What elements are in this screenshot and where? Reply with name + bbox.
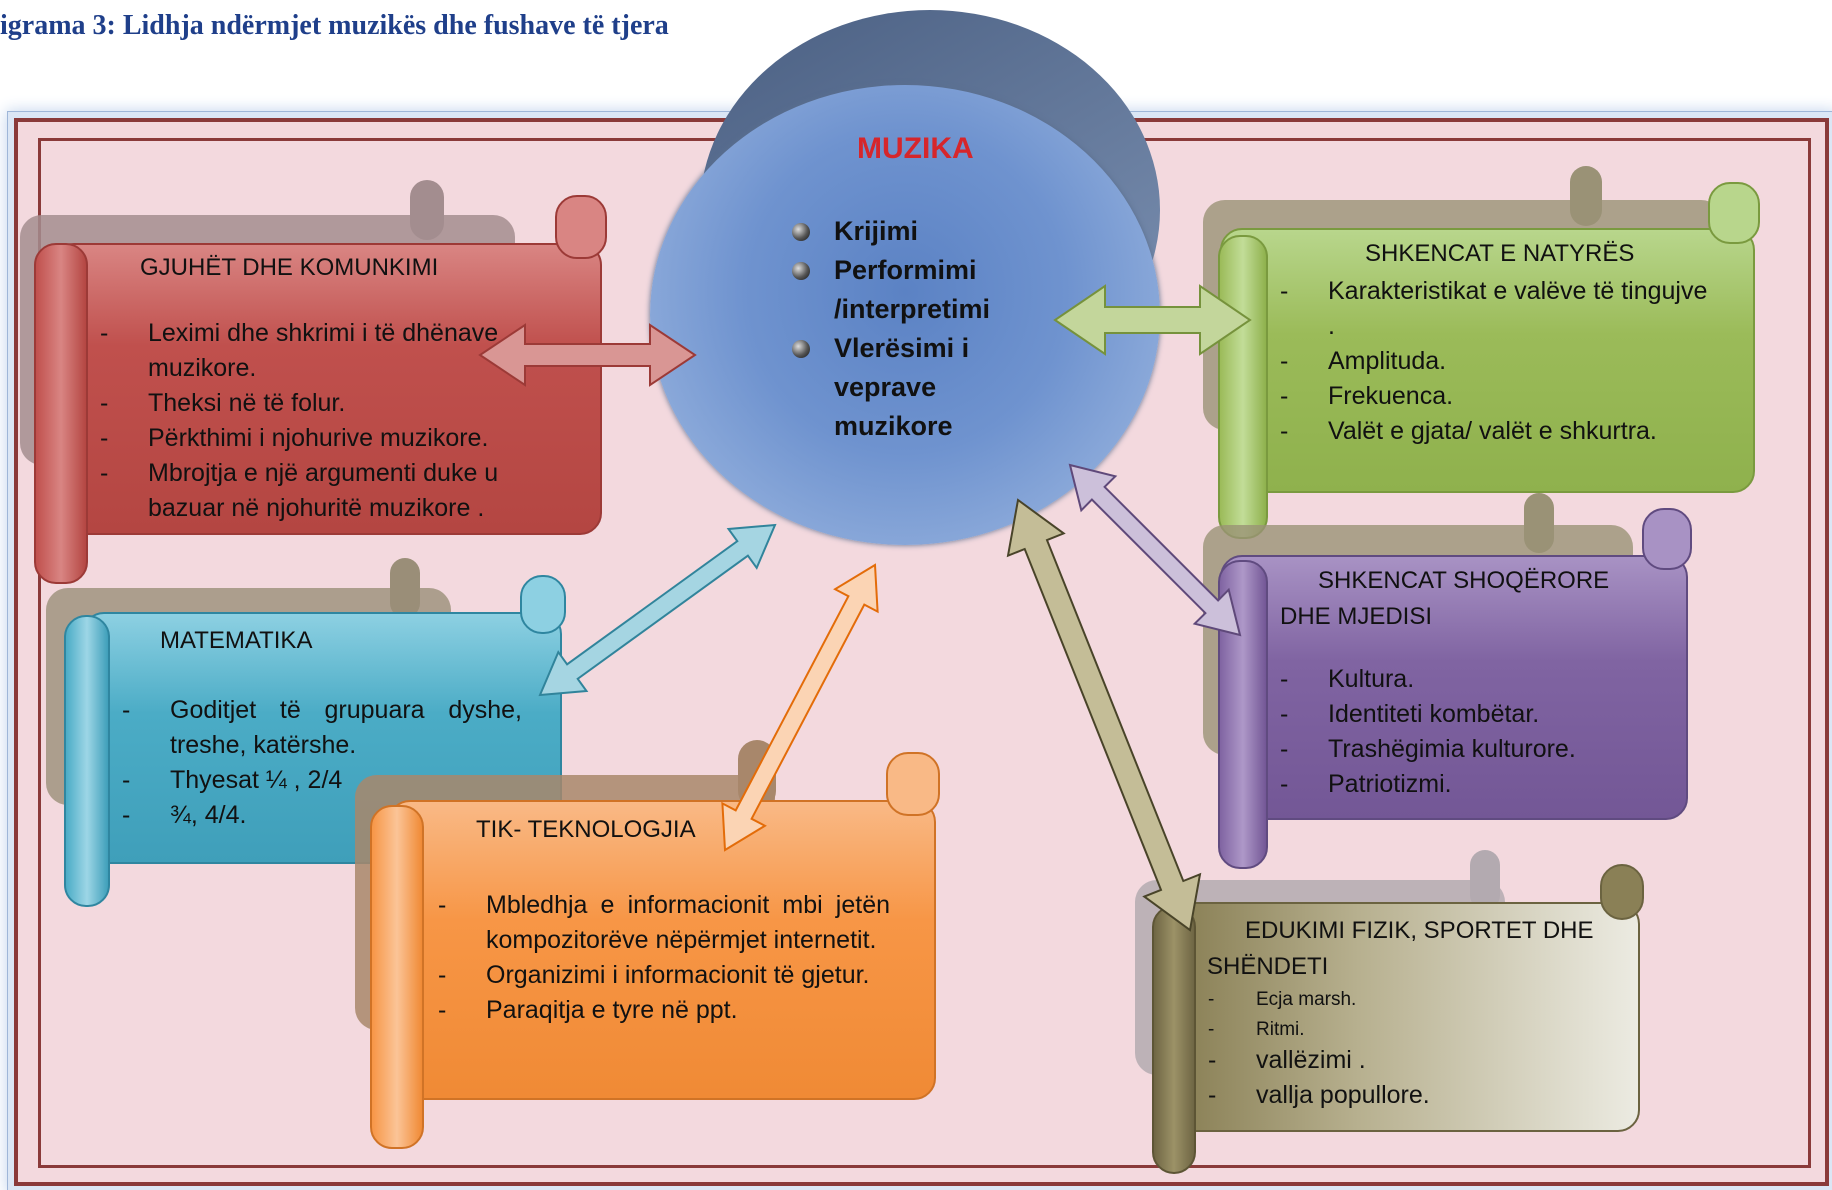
list-item: Frekuenca.	[1280, 379, 1720, 414]
list-item: Karakteristikat e valëve të tingujve .	[1280, 274, 1720, 344]
list-item: Thyesat ¼ , 2/4	[122, 763, 522, 798]
list-item: Valët e gjata/ valët e shkurtra.	[1280, 414, 1720, 449]
center-list-item: Performimi /interpretimi	[792, 251, 1022, 329]
edukimi-title-line1: EDUKIMI FIZIK, SPORTET DHE	[1245, 917, 1594, 944]
center-list-item: Krijimi	[792, 212, 1022, 251]
matematika-title: MATEMATIKA	[160, 627, 313, 654]
shoqerore-list: Kultura. Identiteti kombëtar. Trashëgimi…	[1280, 662, 1660, 802]
edukimi-list: vallëzimi . vallja popullore.	[1208, 1043, 1588, 1113]
list-item: Goditjet të grupuara dyshe, treshe, katë…	[122, 693, 522, 763]
list-item: Theksi në të folur.	[100, 386, 540, 421]
arrow-gjuhet	[478, 323, 697, 387]
list-item: Ecja marsh.	[1208, 985, 1588, 1015]
list-item: Patriotizmi.	[1280, 767, 1660, 802]
tik-list: Mbledhja e informacionit mbi jetën kompo…	[438, 888, 890, 1028]
gjuhet-list: Leximi dhe shkrimi i të dhënave muzikore…	[100, 316, 540, 526]
list-item: Amplituda.	[1280, 344, 1720, 379]
center-list-item: Vlerësimi i veprave muzikore	[792, 329, 1022, 446]
arrow-natyres	[1053, 284, 1252, 356]
arrow-shoqerore	[1068, 463, 1242, 637]
edukimi-small-list: Ecja marsh. Ritmi.	[1208, 985, 1588, 1045]
list-item: vallja popullore.	[1208, 1078, 1588, 1113]
list-item: Ritmi.	[1208, 1015, 1588, 1045]
list-item: ¾, 4/4.	[122, 798, 522, 833]
center-list: Krijimi Performimi /interpretimi Vlerësi…	[792, 212, 1022, 446]
natyres-title: SHKENCAT E NATYRËS	[1365, 240, 1635, 267]
arrow-tik	[721, 563, 879, 852]
diagram-caption: igrama 3: Lidhja ndërmjet muzikës dhe fu…	[0, 10, 669, 41]
list-item: Identiteti kombëtar.	[1280, 697, 1660, 732]
list-item: Përkthimi i njohurive muzikore.	[100, 421, 540, 456]
list-item: Mbledhja e informacionit mbi jetën kompo…	[438, 888, 890, 958]
arrow-edukimi	[1006, 498, 1202, 932]
list-item: Paraqitja e tyre në ppt.	[438, 993, 890, 1028]
list-item: Kultura.	[1280, 662, 1660, 697]
center-title: MUZIKA	[857, 132, 974, 165]
shoqerore-title-line2: DHE MJEDISI	[1280, 603, 1433, 630]
matematika-list: Goditjet të grupuara dyshe, treshe, katë…	[122, 693, 522, 833]
list-item: Leximi dhe shkrimi i të dhënave muzikore…	[100, 316, 540, 386]
arrow-matematika	[538, 523, 777, 697]
natyres-list: Karakteristikat e valëve të tingujve . A…	[1280, 274, 1720, 449]
list-item: vallëzimi .	[1208, 1043, 1588, 1078]
tik-title: TIK- TEKNOLOGJIA	[476, 816, 696, 843]
list-item: Organizimi i informacionit të gjetur.	[438, 958, 890, 993]
shoqerore-title-line1: SHKENCAT SHOQËRORE	[1318, 567, 1610, 594]
gjuhet-title: GJUHËT DHE KOMUNKIMI	[140, 254, 439, 281]
edukimi-title-line2: SHËNDETI	[1207, 953, 1329, 980]
list-item: Mbrojtja e një argumenti duke u bazuar n…	[100, 456, 540, 526]
list-item: Trashëgimia kulturore.	[1280, 732, 1660, 767]
